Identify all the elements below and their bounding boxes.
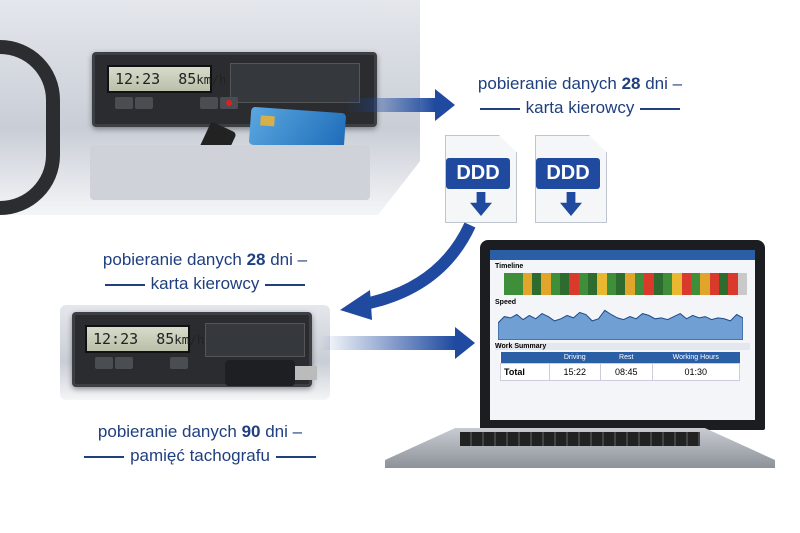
- ddd-file-1: DDD: [445, 135, 517, 223]
- timeline-segment: [606, 273, 617, 295]
- display-speed: 85: [178, 70, 197, 88]
- download-arrow-icon: [560, 192, 582, 216]
- keyboard: [460, 432, 700, 446]
- summary-title: Work Summary: [495, 343, 750, 350]
- label-text: dni –: [640, 74, 683, 93]
- arrowhead-icon: [455, 327, 475, 359]
- timeline-segment: [644, 273, 654, 295]
- app-header: [490, 250, 755, 260]
- column-header: [500, 352, 550, 364]
- timeline-segment: [728, 273, 738, 295]
- timeline-segment: [718, 273, 729, 295]
- tachograph-display: 12:23 85km/h: [85, 325, 204, 353]
- arrow-to-card-label: [345, 98, 435, 112]
- ddd-file-2: DDD: [535, 135, 607, 223]
- timeline-segment: [616, 273, 626, 295]
- timeline-chart: [504, 273, 747, 295]
- timeline-segment: [532, 273, 542, 295]
- label-text: pobieranie danych: [102, 250, 247, 269]
- steering-wheel: [0, 40, 60, 215]
- timeline-segment: [709, 273, 719, 295]
- timeline-segment: [560, 273, 570, 295]
- display-unit: km/h: [174, 332, 205, 347]
- label-text: pamięć tachografu: [130, 446, 270, 465]
- button-2[interactable]: [115, 357, 133, 369]
- speed-chart: [498, 309, 743, 340]
- ddd-label: DDD: [536, 158, 600, 189]
- column-header: Rest: [600, 352, 652, 364]
- usb-connector: [295, 366, 317, 380]
- column-header: Working Hours: [652, 352, 740, 364]
- tachograph-display: 12:23 85km/h: [107, 65, 226, 93]
- arrow-to-laptop: [320, 336, 455, 350]
- chip-icon: [260, 115, 275, 127]
- timeline-segment: [541, 273, 551, 295]
- speed-series: [498, 309, 743, 340]
- timeline-segment: [681, 273, 691, 295]
- ddd-label: DDD: [446, 158, 510, 189]
- timeline-segment: [550, 273, 561, 295]
- timeline-segment: [625, 273, 635, 295]
- label-days: 28: [246, 250, 266, 269]
- timeline-segment: [504, 273, 514, 295]
- timeline-segment: [672, 273, 682, 295]
- timeline-segment: [588, 273, 598, 295]
- label-text: pobieranie danych: [97, 422, 242, 441]
- control-panel: [90, 145, 370, 200]
- driving-value: 15:22: [548, 363, 602, 381]
- record-icon: [226, 100, 232, 106]
- play-button[interactable]: [170, 357, 188, 369]
- record-button[interactable]: [220, 97, 238, 109]
- timeline-title: Timeline: [495, 263, 524, 270]
- column-header: Driving: [549, 352, 601, 364]
- printer-cover: [230, 63, 360, 103]
- download-arrow-icon: [470, 192, 492, 216]
- row-label: Total: [500, 363, 550, 381]
- label-days: 90: [241, 422, 261, 441]
- timeline-segment: [522, 273, 533, 295]
- label-card-download-top: pobieranie danych 28 dni – karta kierowc…: [460, 72, 700, 120]
- label-text: pobieranie danych: [477, 74, 622, 93]
- label-text: karta kierowcy: [150, 274, 260, 293]
- timeline-segment: [513, 273, 523, 295]
- rest-value: 08:45: [600, 363, 653, 381]
- timeline-segment: [700, 273, 710, 295]
- timeline-segment: [737, 273, 747, 295]
- timeline-segment: [634, 273, 645, 295]
- timeline-segment: [662, 273, 673, 295]
- label-card-download-mid: pobieranie danych 28 dni – karta kierowc…: [80, 248, 330, 296]
- button-1[interactable]: [95, 357, 113, 369]
- timeline-segment: [690, 273, 701, 295]
- label-text: karta kierowcy: [525, 98, 635, 117]
- usb-stick: [225, 360, 295, 386]
- label-text: dni –: [260, 422, 303, 441]
- display-time: 12:23: [93, 330, 139, 348]
- timeline-segment: [597, 273, 607, 295]
- label-text: dni –: [265, 250, 308, 269]
- display-time: 12:23: [115, 70, 161, 88]
- play-button[interactable]: [200, 97, 218, 109]
- button-1[interactable]: [115, 97, 133, 109]
- display-speed: 85: [156, 330, 175, 348]
- arrowhead-icon: [435, 89, 455, 121]
- curved-arrow: [340, 222, 476, 320]
- printer-cover: [205, 323, 305, 357]
- label-memory-download: pobieranie danych 90 dni – pamięć tachog…: [70, 420, 330, 468]
- speed-title: Speed: [495, 299, 517, 306]
- label-days: 28: [621, 74, 641, 93]
- tachograph-top: 12:23 85km/h: [92, 52, 377, 127]
- timeline-segment: [578, 273, 589, 295]
- display-unit: km/h: [196, 72, 227, 87]
- timeline-segment: [569, 273, 579, 295]
- tachograph-bottom: 12:23 85km/h: [72, 312, 312, 387]
- button-2[interactable]: [135, 97, 153, 109]
- working-hours-value: 01:30: [651, 363, 740, 381]
- timeline-segment: [653, 273, 663, 295]
